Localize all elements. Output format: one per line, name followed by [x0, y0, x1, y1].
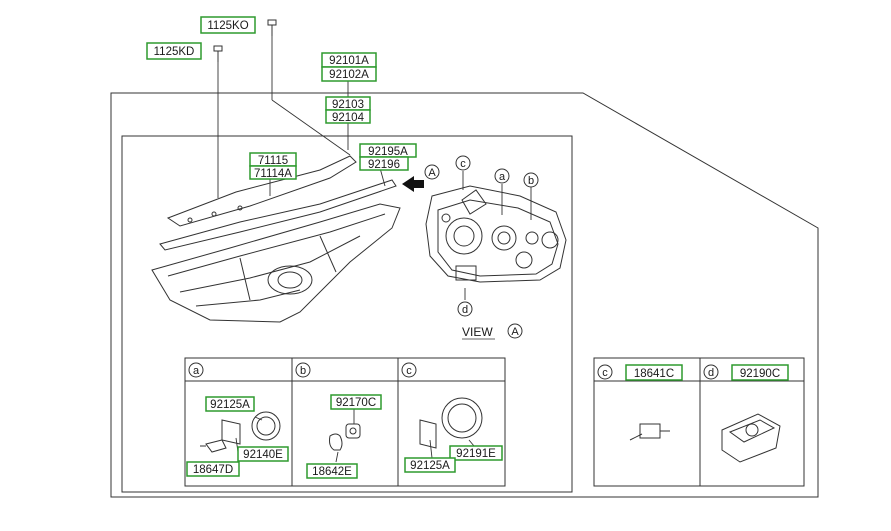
detail-table-cd	[593, 357, 805, 487]
part-18647d[interactable]: 18647D	[186, 461, 240, 477]
callout-a-top: a	[494, 168, 510, 184]
table-header-c-right: c	[597, 364, 613, 380]
part-18642e[interactable]: 18642E	[306, 463, 358, 479]
callout-A-view: A	[507, 323, 523, 339]
part-92191e[interactable]: 92191E	[449, 445, 503, 461]
svg-text:b: b	[300, 365, 306, 377]
inner-frame	[121, 135, 573, 493]
svg-text:a: a	[193, 365, 200, 377]
part-labels: 1125KO 1125KD 92101A 92102A 92103 92104 …	[146, 16, 789, 479]
svg-text:18642E: 18642E	[312, 466, 352, 478]
svg-text:71114A: 71114A	[254, 168, 292, 180]
svg-text:92191E: 92191E	[456, 448, 496, 460]
svg-text:c: c	[602, 367, 608, 379]
view-arrow-icon	[402, 176, 424, 192]
part-18641c[interactable]: 18641C	[625, 364, 683, 381]
part-92196[interactable]: 92196	[359, 156, 409, 171]
part-92103[interactable]: 92103	[325, 96, 371, 111]
table-header-c: c	[401, 362, 417, 378]
part-92102a[interactable]: 92102A	[321, 66, 377, 82]
callout-b-top: b	[523, 172, 539, 188]
svg-text:92125A: 92125A	[410, 460, 450, 472]
bolt-1125kd-icon	[213, 45, 223, 62]
part-92140e[interactable]: 92140E	[237, 446, 289, 462]
detail-a-parts-icon	[200, 411, 281, 453]
svg-text:92103: 92103	[332, 99, 364, 111]
svg-text:1125KO: 1125KO	[207, 20, 248, 32]
hid-bulb-icon	[629, 423, 670, 441]
headlamp-front-icon	[151, 155, 401, 323]
part-92170c[interactable]: 92170C	[330, 394, 382, 410]
svg-text:92195A: 92195A	[368, 146, 408, 158]
svg-text:18641C: 18641C	[634, 368, 674, 380]
part-92195a[interactable]: 92195A	[359, 143, 417, 158]
headlamp-rear-icon	[425, 185, 567, 283]
svg-text:18647D: 18647D	[193, 464, 233, 476]
svg-text:92101A: 92101A	[329, 55, 369, 67]
svg-text:a: a	[499, 171, 506, 183]
table-header-d-right: d	[703, 364, 719, 380]
part-1125ko[interactable]: 1125KO	[200, 16, 256, 34]
table-header-b: b	[295, 362, 311, 378]
part-92101a[interactable]: 92101A	[321, 52, 377, 68]
table-header-a: a	[188, 362, 204, 378]
svg-text:92104: 92104	[332, 112, 365, 124]
svg-text:d: d	[462, 304, 468, 316]
svg-text:92190C: 92190C	[740, 368, 780, 380]
part-92190c[interactable]: 92190C	[731, 364, 789, 381]
svg-text:92196: 92196	[368, 159, 400, 171]
view-label: VIEW	[462, 325, 493, 339]
outer-frame	[110, 92, 819, 498]
svg-text:71115: 71115	[258, 155, 288, 167]
part-71114a[interactable]: 71114A	[249, 165, 297, 180]
bolt-icons	[213, 19, 277, 62]
frames	[110, 92, 819, 498]
svg-text:c: c	[460, 158, 466, 170]
svg-text:A: A	[428, 167, 436, 179]
svg-text:1125KD: 1125KD	[154, 46, 195, 58]
part-1125kd[interactable]: 1125KD	[146, 42, 202, 60]
part-92104[interactable]: 92104	[325, 109, 371, 124]
part-92125a-a[interactable]: 92125A	[205, 396, 255, 412]
svg-text:A: A	[511, 326, 519, 338]
svg-text:92102A: 92102A	[329, 69, 369, 81]
svg-text:92170C: 92170C	[336, 397, 376, 409]
callout-A-arrow: A	[424, 164, 440, 180]
svg-text:c: c	[406, 365, 412, 377]
detail-b-parts-icon	[329, 423, 361, 451]
callout-d-top: d	[457, 301, 473, 317]
detail-c-parts-icon	[419, 397, 483, 449]
bolt-1125ko-icon	[267, 19, 277, 36]
detail-table-abc	[184, 357, 506, 487]
part-71115[interactable]: 71115	[249, 152, 297, 167]
part-92125a-c[interactable]: 92125A	[404, 457, 456, 473]
svg-text:92140E: 92140E	[243, 449, 283, 461]
svg-text:d: d	[708, 367, 714, 379]
svg-text:92125A: 92125A	[210, 399, 250, 411]
callouts: c a b d A A a b	[188, 155, 719, 380]
ballast-icon	[721, 413, 781, 463]
svg-text:b: b	[528, 175, 534, 187]
callout-c-top: c	[455, 155, 471, 171]
